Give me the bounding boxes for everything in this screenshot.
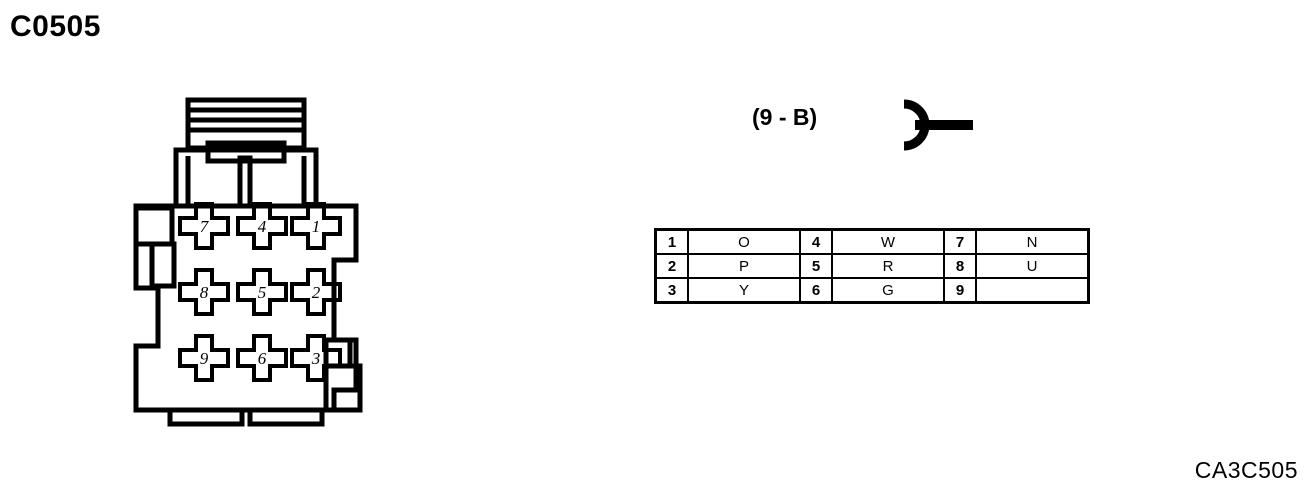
- page-title: C0505: [10, 10, 101, 43]
- pin-count-label: (9 - B): [752, 104, 818, 130]
- cavity-number-9: 9: [200, 349, 209, 368]
- connector-diagram: 7 4 1 8 5 2 9 6 3: [120, 88, 400, 433]
- pin-color-cell: W: [831, 228, 945, 255]
- female-terminal-icon: [903, 99, 973, 151]
- pin-number-cell: 5: [799, 253, 833, 279]
- cavity-number-8: 8: [200, 283, 209, 302]
- cavity-number-6: 6: [258, 349, 267, 368]
- pin-number-cell: 8: [943, 253, 977, 279]
- cavity-number-3: 3: [311, 349, 321, 368]
- pin-number-cell: 7: [943, 228, 977, 255]
- connector-housing-outline: [133, 203, 359, 413]
- cavity-number-1: 1: [312, 217, 321, 236]
- pin-color-cell: U: [975, 253, 1090, 279]
- pin-number-cell: 4: [799, 228, 833, 255]
- table-row: 3 Y 6 G 9: [654, 277, 1090, 304]
- pin-color-table: 1 O 4 W 7 N 2 P 5 R 8 U 3 Y 6 G 9: [654, 228, 1090, 304]
- connector-svg: 7 4 1 8 5 2 9 6 3: [133, 97, 363, 427]
- female-terminal-symbol: [870, 98, 980, 159]
- pin-color-cell: P: [687, 253, 801, 279]
- pin-color-cell: O: [687, 228, 801, 255]
- cavity-number-5: 5: [258, 283, 267, 302]
- table-row: 1 O 4 W 7 N: [654, 228, 1090, 255]
- connector-shoulder: [173, 147, 319, 209]
- connector-bottom-tabs: [167, 407, 325, 427]
- terminal-symbol-group: (9 - B): [740, 96, 990, 156]
- pin-color-cell: N: [975, 228, 1090, 255]
- pin-color-cell: [975, 277, 1090, 304]
- cavity-number-2: 2: [312, 283, 321, 302]
- pin-number-cell: 6: [799, 277, 833, 304]
- pin-color-cell: R: [831, 253, 945, 279]
- cavity-number-7: 7: [200, 217, 210, 236]
- pin-number-cell: 1: [654, 228, 689, 255]
- pin-number-cell: 2: [654, 253, 689, 279]
- pin-color-cell: Y: [687, 277, 801, 304]
- drawing-code: CA3C505: [1194, 457, 1298, 483]
- cavity-grid: [178, 202, 342, 382]
- pin-color-cell: G: [831, 277, 945, 304]
- pin-number-cell: 9: [943, 277, 977, 304]
- connector-left-tabs: [133, 205, 177, 289]
- table-row: 2 P 5 R 8 U: [654, 253, 1090, 279]
- cavity-number-4: 4: [258, 217, 267, 236]
- pin-number-cell: 3: [654, 277, 689, 304]
